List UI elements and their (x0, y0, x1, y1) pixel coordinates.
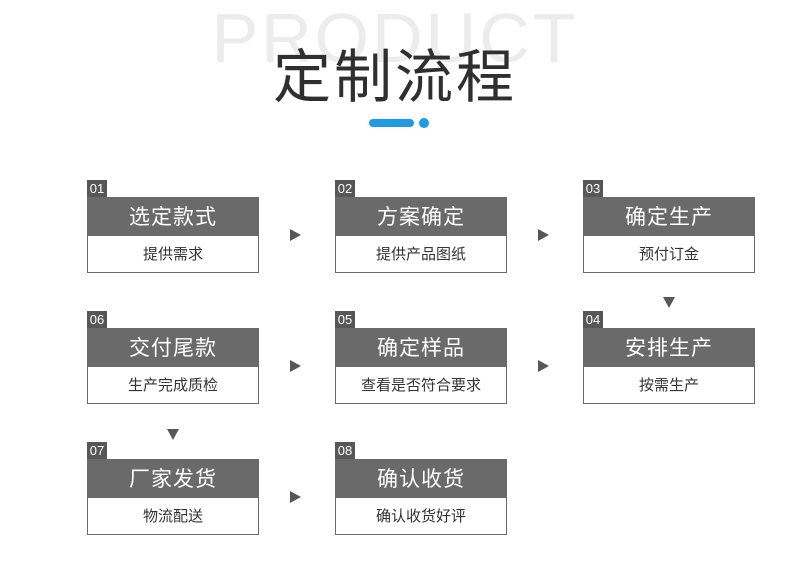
step-description: 提供需求 (142, 245, 203, 263)
step-description: 确认收货好评 (375, 507, 466, 525)
step-03: 03 确定生产 预付订金 (583, 180, 755, 273)
step-description: 按需生产 (638, 376, 699, 394)
arrow-right-icon (290, 229, 301, 241)
step-title: 厂家发货 (88, 460, 258, 498)
step-box: 安排生产 按需生产 (583, 328, 755, 404)
step-06: 06 交付尾款 生产完成质检 (87, 311, 259, 404)
step-description: 物流配送 (142, 507, 203, 525)
step-title: 交付尾款 (88, 329, 258, 367)
step-title: 方案确定 (336, 198, 506, 236)
step-box: 确定样品 查看是否符合要求 (335, 328, 507, 404)
step-title: 确定生产 (584, 198, 754, 236)
step-04: 04 安排生产 按需生产 (583, 311, 755, 404)
step-title: 确定样品 (336, 329, 506, 367)
step-01: 01 选定款式 提供需求 (87, 180, 259, 273)
step-box: 交付尾款 生产完成质检 (87, 328, 259, 404)
step-number: 08 (335, 442, 355, 460)
step-box: 厂家发货 物流配送 (87, 459, 259, 535)
step-07: 07 厂家发货 物流配送 (87, 442, 259, 535)
step-box: 方案确定 提供产品图纸 (335, 197, 507, 273)
step-title: 安排生产 (584, 329, 754, 367)
step-box: 确定生产 预付订金 (583, 197, 755, 273)
step-number: 04 (583, 311, 603, 329)
arrow-right-icon (290, 360, 301, 372)
title-underline-bar (369, 119, 414, 127)
arrow-right-icon (538, 229, 549, 241)
arrow-right-icon (290, 491, 301, 503)
step-number: 07 (87, 442, 107, 460)
step-box: 选定款式 提供需求 (87, 197, 259, 273)
step-number: 02 (335, 180, 355, 198)
step-description: 查看是否符合要求 (360, 376, 481, 394)
step-title: 选定款式 (88, 198, 258, 236)
arrow-right-icon (538, 360, 549, 372)
step-description: 预付订金 (638, 245, 699, 263)
step-number: 05 (335, 311, 355, 329)
step-title: 确认收货 (336, 460, 506, 498)
step-08: 08 确认收货 确认收货好评 (335, 442, 507, 535)
step-number: 06 (87, 311, 107, 329)
step-02: 02 方案确定 提供产品图纸 (335, 180, 507, 273)
page-title: 定制流程 (272, 43, 517, 111)
step-box: 确认收货 确认收货好评 (335, 459, 507, 535)
arrow-down-icon (663, 297, 675, 308)
step-05: 05 确定样品 查看是否符合要求 (335, 311, 507, 404)
step-number: 01 (87, 180, 107, 198)
step-description: 提供产品图纸 (375, 245, 466, 263)
step-description: 生产完成质检 (127, 376, 218, 394)
background-watermark: PRODUCT (211, 0, 579, 77)
step-number: 03 (583, 180, 603, 198)
title-underline-dot (419, 118, 429, 128)
arrow-down-icon (167, 429, 179, 440)
